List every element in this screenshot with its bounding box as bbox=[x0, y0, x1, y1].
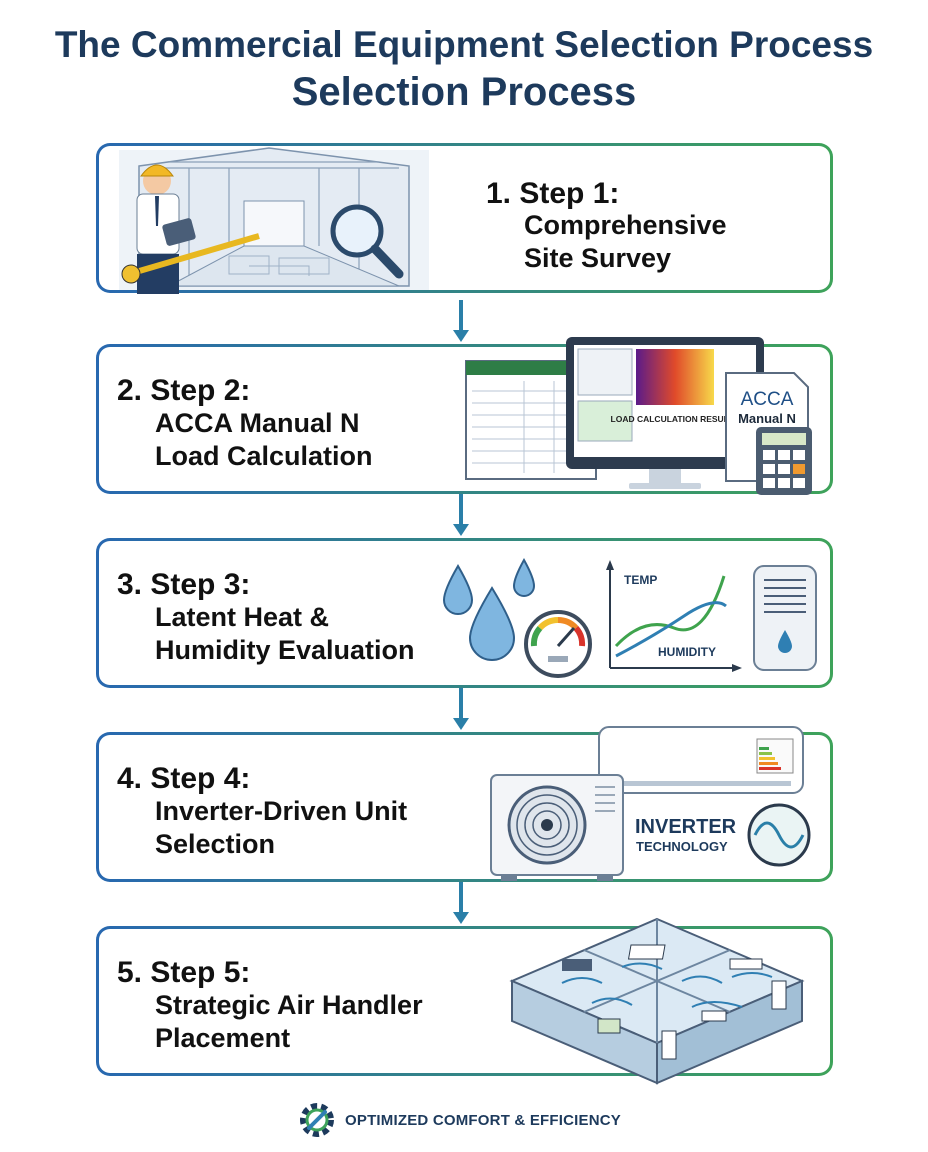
step-2-number: 2. Step 2: bbox=[117, 374, 251, 407]
page-title: The Commercial Equipment Selection Proce… bbox=[54, 24, 874, 65]
gear-wrench-icon bbox=[300, 1103, 334, 1137]
step-2-line2: Load Calculation bbox=[155, 441, 373, 471]
step-3-line2: Humidity Evaluation bbox=[155, 635, 415, 665]
humidity-label: HUMIDITY bbox=[658, 645, 716, 659]
sine-wave-icon bbox=[747, 803, 811, 867]
arrow-down-icon bbox=[453, 300, 469, 342]
arrow-down-icon bbox=[453, 688, 469, 730]
inverter-label: INVERTER bbox=[635, 816, 737, 838]
site-survey-illustration bbox=[119, 147, 429, 294]
air-handler-floorplan-illustration bbox=[509, 917, 805, 1085]
water-drop-icon bbox=[512, 557, 536, 597]
water-drop-icon bbox=[442, 564, 474, 615]
step-5-line1: Strategic Air Handler bbox=[155, 990, 423, 1020]
gauge-icon bbox=[524, 610, 592, 678]
temp-label: TEMP bbox=[624, 573, 657, 587]
step-5-card: 5. Step 5: Strategic Air Handler Placeme… bbox=[96, 917, 833, 1085]
footer-text: OPTIMIZED COMFORT & EFFICIENCY bbox=[345, 1111, 621, 1129]
arrow-down-icon bbox=[453, 882, 469, 924]
footer: OPTIMIZED COMFORT & EFFICIENCY bbox=[297, 1100, 621, 1140]
water-drop-icon bbox=[468, 586, 516, 661]
inverter-illustration: INVERTER TECHNOLOGY bbox=[490, 726, 811, 881]
step-1-line2: Site Survey bbox=[524, 243, 672, 273]
step-4-line2: Selection bbox=[155, 829, 276, 859]
load-calculation-illustration: LOAD CALCULATION RESULTS. ACCA Manual N bbox=[465, 337, 812, 495]
step-1-card: 1. Step 1: Comprehensive Site Survey bbox=[96, 143, 833, 294]
step-5-line2: Placement bbox=[155, 1023, 291, 1053]
step-4-number: 4. Step 4: bbox=[117, 762, 251, 795]
humidity-illustration: TEMP HUMIDITY bbox=[442, 557, 817, 678]
step-4-card: 4. Step 4: Inverter-Driven Unit Selectio… bbox=[96, 726, 833, 882]
step-1-line1: Comprehensive bbox=[524, 210, 727, 240]
step-2-line1: ACCA Manual N bbox=[155, 408, 360, 438]
page-subtitle: Selection Process bbox=[291, 70, 637, 114]
arrow-down-icon bbox=[453, 494, 469, 536]
load-results-label: LOAD CALCULATION RESULTS. bbox=[611, 414, 742, 424]
manual-n-label: Manual N bbox=[738, 411, 796, 426]
step-1-number: 1. Step 1: bbox=[486, 177, 620, 210]
step-3-number: 3. Step 3: bbox=[117, 568, 251, 601]
step-3-line1: Latent Heat & bbox=[155, 602, 330, 632]
technology-label: TECHNOLOGY bbox=[636, 839, 728, 854]
step-3-card: 3. Step 3: Latent Heat & Humidity Evalua… bbox=[96, 538, 833, 688]
step-2-card: 2. Step 2: ACCA Manual N Load Calculatio… bbox=[96, 337, 833, 495]
step-5-number: 5. Step 5: bbox=[117, 956, 251, 989]
acca-logo: ACCA bbox=[741, 389, 794, 410]
step-4-line1: Inverter-Driven Unit bbox=[155, 796, 408, 826]
